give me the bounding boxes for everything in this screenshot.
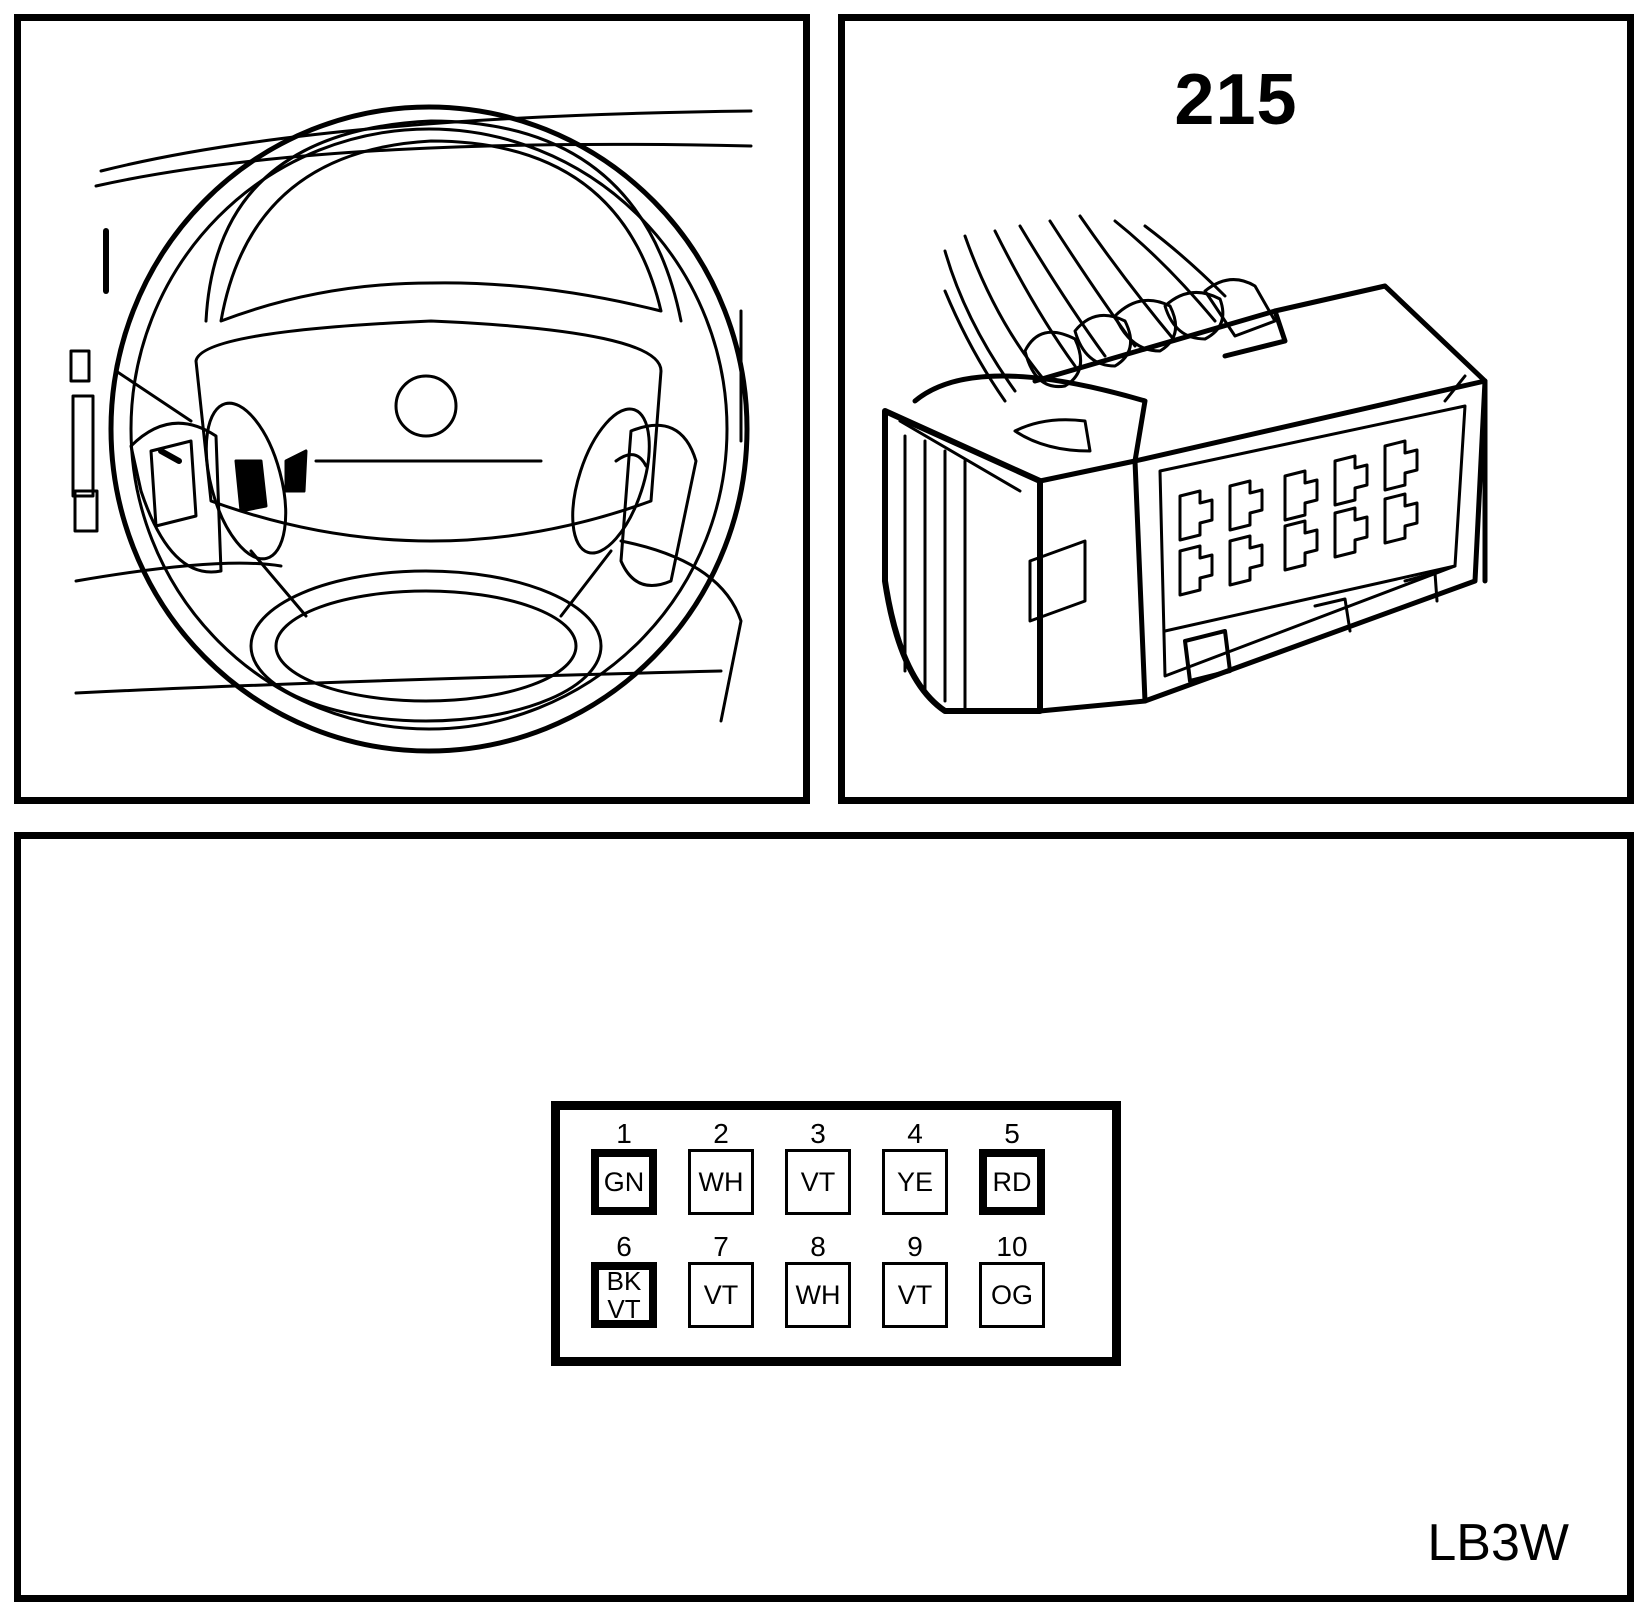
pin-number: 3	[810, 1118, 826, 1149]
wire-color: VT	[688, 1262, 754, 1328]
connector-pinout-face: 1 GN 2 WH 3 VT 4 YE 5 RD 6 BK VT 7 VT	[551, 1101, 1121, 1366]
wire-color: RD	[979, 1149, 1045, 1215]
pin-number: 5	[1004, 1118, 1020, 1149]
wire-color: WH	[785, 1262, 851, 1328]
pin-number: 7	[713, 1231, 729, 1262]
pin-5: 5 RD	[979, 1119, 1045, 1215]
connector-number: 215	[1174, 60, 1298, 140]
pin-number: 1	[616, 1118, 632, 1149]
wire-color: OG	[979, 1262, 1045, 1328]
pin-4: 4 YE	[882, 1119, 948, 1215]
wire-color: WH	[688, 1149, 754, 1215]
pin-7: 7 VT	[688, 1232, 754, 1328]
pin-2: 2 WH	[688, 1119, 754, 1215]
pin-number: 9	[907, 1231, 923, 1262]
pin-10: 10 OG	[979, 1232, 1045, 1328]
wire-color: YE	[882, 1149, 948, 1215]
pin-3: 3 VT	[785, 1119, 851, 1215]
wire-color: VT	[785, 1149, 851, 1215]
pin-number: 6	[616, 1231, 632, 1262]
pin-number: 10	[996, 1231, 1028, 1262]
pin-8: 8 WH	[785, 1232, 851, 1328]
pin-number: 2	[713, 1118, 729, 1149]
pin-number: 4	[907, 1118, 923, 1149]
pin-1: 1 GN	[591, 1119, 657, 1215]
pin-6: 6 BK VT	[591, 1232, 657, 1328]
pin-number: 8	[810, 1231, 826, 1262]
wire-color: BK VT	[591, 1262, 657, 1328]
connector-illustration	[882, 214, 1488, 714]
wire-color: GN	[591, 1149, 657, 1215]
steering-wheel-illustration	[69, 104, 753, 754]
pinout-panel: 1 GN 2 WH 3 VT 4 YE 5 RD 6 BK VT 7 VT	[14, 832, 1634, 1602]
wire-color: VT	[882, 1262, 948, 1328]
wire-color-stripe: VT	[607, 1294, 641, 1324]
connector-view-panel: 215	[838, 14, 1634, 804]
diagram-code: LB3W	[1427, 1514, 1569, 1572]
steering-wheel-location-panel	[14, 14, 810, 804]
pin-9: 9 VT	[882, 1232, 948, 1328]
wire-color-primary: BK	[606, 1266, 642, 1296]
